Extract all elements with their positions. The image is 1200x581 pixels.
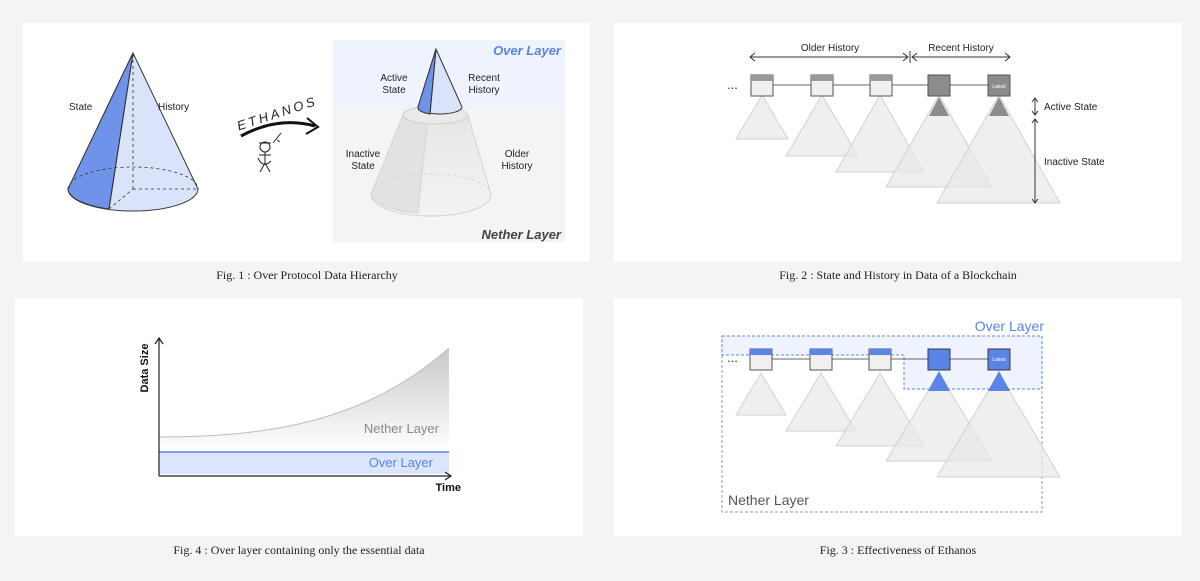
fig2-recent-history-label: Recent History bbox=[928, 43, 994, 54]
fig1-inactive-state-l2: State bbox=[351, 161, 375, 172]
fig4-x-arrowhead bbox=[444, 471, 453, 481]
fig1-active-state-l1: Active bbox=[380, 73, 408, 84]
fig3-state-tries bbox=[735, 372, 1061, 478]
fig4-xlabel: Time bbox=[436, 482, 461, 494]
fig3-over-layer-label: Over Layer bbox=[975, 318, 1045, 334]
fig4-nether-label: Nether Layer bbox=[364, 421, 440, 436]
fig4-panel: Data Size Time Nether Layer Over Layer bbox=[15, 298, 583, 536]
fig4-over-band bbox=[159, 452, 449, 474]
fig1-inactive-state-l1: Inactive bbox=[346, 149, 381, 160]
fig3-over-layer-region bbox=[721, 335, 1043, 390]
ethanos-label: ETHANOS bbox=[235, 93, 319, 133]
active-recent-cone bbox=[417, 47, 463, 115]
fig2-block-1-top bbox=[751, 75, 773, 81]
fig3-blocks bbox=[749, 348, 1011, 371]
knight-icon bbox=[257, 132, 282, 173]
fig2-history-arrows bbox=[749, 51, 1011, 63]
fig1-nether-layer-label: Nether Layer bbox=[482, 227, 562, 242]
fig2-older-history-label: Older History bbox=[801, 43, 859, 54]
fig2-state-tries bbox=[735, 93, 1061, 204]
fig4-caption: Fig. 4 : Over layer containing only the … bbox=[173, 543, 425, 557]
ethanos-arrow bbox=[240, 121, 316, 138]
fig1-diagram: State History ETHANOS Over Layer bbox=[67, 40, 565, 242]
fig1-state-label: State bbox=[69, 102, 93, 113]
fig2-active-state-label: Active State bbox=[1044, 102, 1098, 113]
fig3-panel: ... Latest Over Layer Nether Layer bbox=[614, 298, 1182, 536]
fig2-inactive-state-label: Inactive State bbox=[1044, 157, 1105, 168]
fig2-ellipsis: ... bbox=[727, 77, 738, 92]
fig1-recent-history-l2: History bbox=[468, 85, 499, 96]
fig3-block-2-top bbox=[810, 349, 832, 355]
fig4-y-arrowhead bbox=[154, 336, 164, 345]
fig3-block-1-top bbox=[750, 349, 772, 355]
fig3-nether-layer-label: Nether Layer bbox=[728, 492, 809, 508]
fig2-blocks bbox=[750, 74, 1011, 97]
fig3-block-3-top bbox=[869, 349, 891, 355]
fig2-block-3-top bbox=[870, 75, 892, 81]
fig1-panel: State History ETHANOS Over Layer bbox=[23, 23, 590, 262]
fig4-ylabel: Data Size bbox=[139, 344, 151, 393]
fig2-diagram: ... Latest Older History Recent History bbox=[727, 43, 1105, 204]
fig3-caption: Fig. 3 : Effectiveness of Ethanos bbox=[819, 543, 977, 557]
state-history-cone bbox=[67, 51, 199, 212]
fig1-active-state-l2: State bbox=[382, 85, 406, 96]
fig2-caption: Fig. 2 : State and History in Data of a … bbox=[779, 268, 1017, 282]
fig3-ellipsis: ... bbox=[727, 350, 738, 365]
fig2-latest-label: Latest bbox=[992, 84, 1006, 90]
fig4-nether-curve bbox=[158, 347, 450, 438]
fig3-latest-label: Latest bbox=[992, 357, 1006, 363]
fig2-panel: ... Latest Older History Recent History bbox=[614, 23, 1182, 262]
fig4-chart: Data Size Time Nether Layer Over Layer bbox=[139, 336, 461, 494]
fig4-nether-area bbox=[159, 348, 449, 452]
fig3-active-wedges bbox=[928, 371, 1010, 391]
fig1-older-history-l2: History bbox=[501, 161, 532, 172]
fig3-block-5 bbox=[987, 348, 1011, 371]
ethanos-arrowhead bbox=[305, 117, 320, 135]
fig1-caption: Fig. 1 : Over Protocol Data Hierarchy bbox=[216, 268, 398, 282]
fig2-active-wedges bbox=[929, 97, 1009, 116]
fig2-block-2-top bbox=[811, 75, 833, 81]
fig1-over-layer-label: Over Layer bbox=[493, 43, 562, 58]
fig4-over-label: Over Layer bbox=[369, 455, 434, 470]
fig2-state-arrows bbox=[1031, 97, 1039, 204]
fig1-recent-history-l1: Recent bbox=[468, 73, 500, 84]
fig1-older-history-l1: Older bbox=[505, 149, 530, 160]
fig2-block-4 bbox=[927, 74, 951, 97]
fig3-diagram: ... Latest Over Layer Nether Layer bbox=[721, 318, 1061, 513]
fig3-block-4 bbox=[927, 348, 951, 371]
fig1-history-label: History bbox=[158, 102, 189, 113]
fig2-block-5 bbox=[987, 74, 1011, 97]
